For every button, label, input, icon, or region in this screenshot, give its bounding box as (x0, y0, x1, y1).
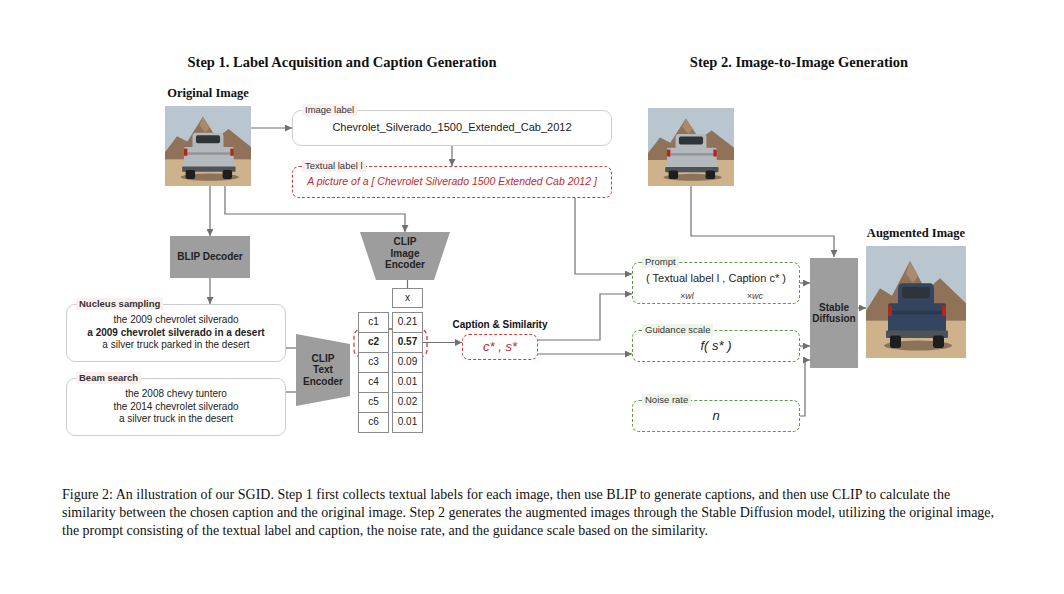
guidance-box: Guidance scalef( s* ) (632, 330, 800, 362)
model-box: Stable Diffusion (810, 258, 858, 368)
table-cell: 0.21 (392, 312, 423, 333)
box-text: c1 (368, 316, 379, 329)
weight-label: ×wl (680, 291, 694, 302)
box-text: ( Textual label l , Caption c* ) (646, 272, 786, 286)
box-text: c2 (368, 336, 379, 349)
label-box: Textual label lA picture of a [ Chevrole… (292, 166, 612, 198)
step-panel: Step 2. Image-to-Image GenerationPrompt(… (622, 80, 976, 468)
caption-list: Nucleus samplingthe 2009 chevrolet silve… (66, 304, 286, 362)
box-text: CLIP Text Encoder (301, 353, 345, 388)
image-frame: Augmented Image (866, 246, 966, 358)
box-text: c6 (368, 416, 379, 429)
image-frame: Original Image (165, 106, 251, 186)
box-text: Stable Diffusion (812, 302, 856, 325)
table-cell: 0.01 (392, 412, 423, 433)
box-text: n (712, 408, 719, 424)
box-text: Chevrolet_Silverado_1500_Extended_Cab_20… (332, 121, 571, 135)
box-text: the 2014 chevrolet silverado (113, 401, 238, 414)
box-heading: Noise rate (642, 394, 691, 406)
table-cell: c4 (358, 372, 389, 393)
weight-label: ×wc (747, 291, 763, 302)
box-heading: Image label (302, 104, 357, 116)
box-heading: Prompt (642, 256, 679, 268)
prompt-box: Prompt( Textual label l , Caption c* )×w… (632, 262, 800, 304)
table-cell: 0.09 (392, 352, 423, 373)
box-text: 0.02 (398, 396, 417, 409)
encoder-trapezoid: CLIP Image Encoder (360, 232, 450, 280)
table-cell: 0.57 (392, 332, 423, 353)
box-text: c4 (368, 376, 379, 389)
box-text: c* , s* (483, 339, 517, 355)
table-cell: x (392, 288, 423, 308)
box-text: CLIP Image Encoder (379, 236, 431, 271)
trapezoid-fill (360, 232, 450, 280)
table-cell: 0.01 (392, 372, 423, 393)
table-cell: c1 (358, 312, 389, 333)
table-cell: c5 (358, 392, 389, 413)
node-title: Original Image (167, 86, 249, 102)
box-text: a 2009 chevrolet silverado in a desert (87, 327, 264, 340)
box-text: c5 (368, 396, 379, 409)
panel-title: Step 2. Image-to-Image Generation (690, 53, 908, 71)
panel-title: Step 1. Label Acquisition and Caption Ge… (188, 53, 497, 71)
table-cell: c6 (358, 412, 389, 433)
trapezoid-fill (296, 334, 350, 406)
box-text: 0.21 (398, 316, 417, 329)
figure-caption: Figure 2: An illustration of our SGID. S… (62, 486, 1002, 541)
box-heading: Textual label l (302, 160, 366, 172)
box-text: a silver truck in the desert (119, 413, 233, 426)
box-text: the 2009 chevrolet silverado (113, 314, 238, 327)
box-text: 0.09 (398, 356, 417, 369)
box-heading: Beam search (76, 372, 141, 384)
box-text: x (405, 292, 410, 305)
box-text: a silver truck parked in the desert (102, 339, 249, 352)
node-title: Augmented Image (867, 226, 965, 242)
box-text: c3 (368, 356, 379, 369)
node-title: Caption & Similarity (452, 319, 547, 332)
encoder-trapezoid: CLIP Text Encoder (296, 334, 350, 406)
box-text: the 2008 chevy tuntero (125, 388, 227, 401)
box-text: 0.01 (398, 376, 417, 389)
box-text: BLIP Decoder (177, 251, 242, 264)
step-panel: Step 1. Label Acquisition and Caption Ge… (62, 80, 622, 468)
caption-list: Beam searchthe 2008 chevy tunterothe 201… (66, 378, 286, 436)
label-box: Image labelChevrolet_Silverado_1500_Exte… (292, 110, 612, 146)
box-heading: Guidance scale (642, 324, 713, 336)
table-cell: c3 (358, 352, 389, 373)
box-text: 0.01 (398, 416, 417, 429)
table-cell: c2 (358, 332, 389, 353)
result-box: Caption & Similarityc* , s* (462, 334, 538, 360)
box-text: f( s* ) (700, 338, 731, 354)
box-heading: Nucleus sampling (76, 298, 163, 310)
decoder-box: BLIP Decoder (170, 236, 250, 278)
box-text: A picture of a [ Chevrolet Silverado 150… (307, 175, 597, 188)
table-cell: 0.02 (392, 392, 423, 413)
box-text: 0.57 (398, 336, 417, 349)
noise-box: Noise raten (632, 400, 800, 432)
